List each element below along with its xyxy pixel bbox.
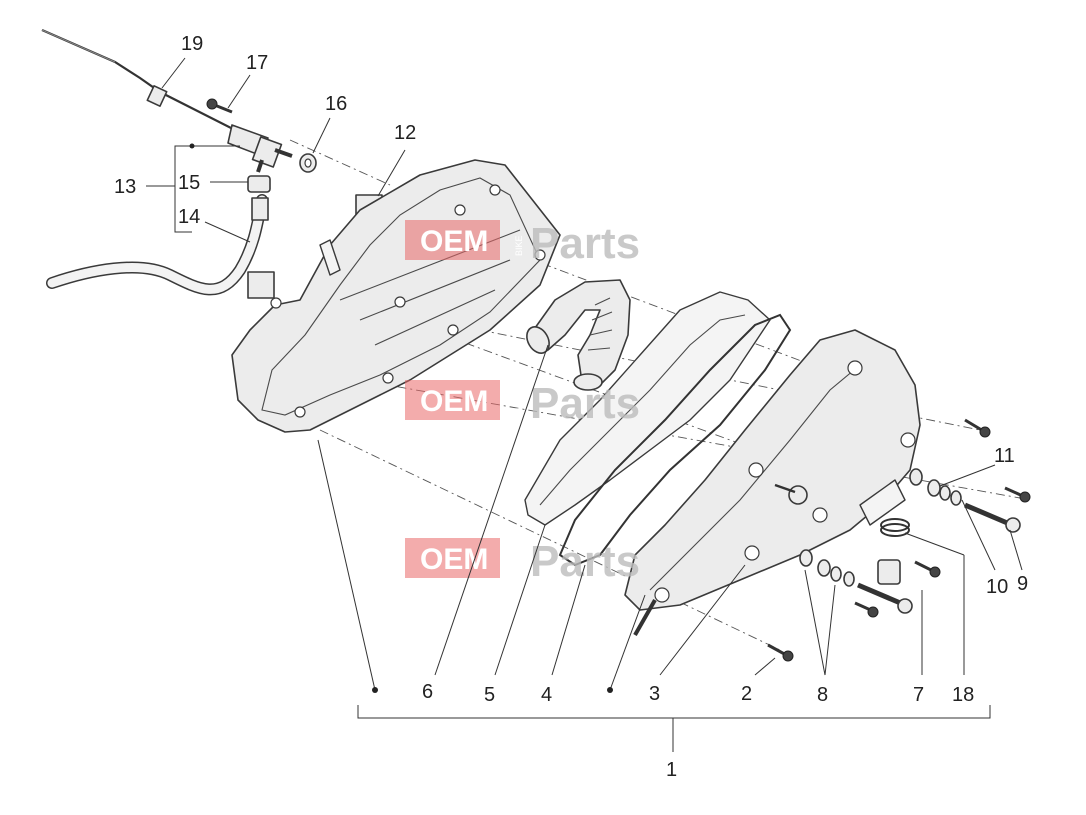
callout-3: 3: [649, 683, 660, 705]
callout-6: 6: [422, 681, 433, 703]
callout-9: 9: [1017, 573, 1028, 595]
callout-10: 10: [986, 576, 1008, 598]
screw: [767, 418, 1031, 662]
watermark-bike: BIKE: [514, 235, 524, 256]
callout-labels: 19 17 16 12 13 15 14 11 10 9 6 5 4 3 2 8…: [114, 33, 1028, 781]
callout-16: 16: [325, 93, 347, 115]
watermark-brand: Parts: [530, 219, 640, 268]
callout-15: 15: [178, 172, 200, 194]
watermark-oem: OEM: [420, 543, 488, 576]
cable: [41, 28, 236, 131]
air-box-cover: [624, 329, 921, 636]
breather-hose: [46, 194, 269, 296]
watermark-brand: Parts: [530, 537, 640, 586]
leader-lines: [146, 57, 1023, 752]
filter-element: [524, 291, 771, 526]
spacer-bolt: [857, 559, 913, 614]
gasket: [558, 313, 792, 567]
callout-1: 1: [666, 759, 677, 781]
hose-clamp: [247, 175, 271, 193]
callout-18: 18: [952, 684, 974, 706]
watermark-oem: OEM: [420, 225, 488, 258]
callout-4: 4: [541, 684, 552, 706]
intake-duct: [526, 279, 631, 391]
air-box-housing: [231, 159, 561, 433]
grommet: [299, 153, 317, 173]
watermark-bike: BIKE: [514, 553, 524, 574]
callout-14: 14: [178, 206, 200, 228]
watermark-oem: OEM: [420, 385, 488, 418]
callout-17: 17: [246, 52, 268, 74]
callout-19: 19: [181, 33, 203, 55]
watermark-brand: Parts: [530, 379, 640, 428]
spring-clip: [880, 518, 910, 537]
breather-valve: [227, 124, 293, 173]
callout-11: 11: [994, 445, 1015, 467]
washer-set-left: [799, 549, 855, 587]
callout-7: 7: [913, 684, 924, 706]
callout-5: 5: [484, 684, 495, 706]
callout-2: 2: [741, 683, 752, 705]
callout-8: 8: [817, 684, 828, 706]
screw-small: [206, 98, 233, 114]
callout-12: 12: [394, 122, 416, 144]
watermark: OEM BIKE Parts OEM BIKE Parts OEM BIKE P…: [405, 219, 640, 586]
washer-set-right: [909, 468, 1021, 533]
watermark-bike: BIKE: [514, 395, 524, 416]
callout-13: 13: [114, 176, 136, 198]
